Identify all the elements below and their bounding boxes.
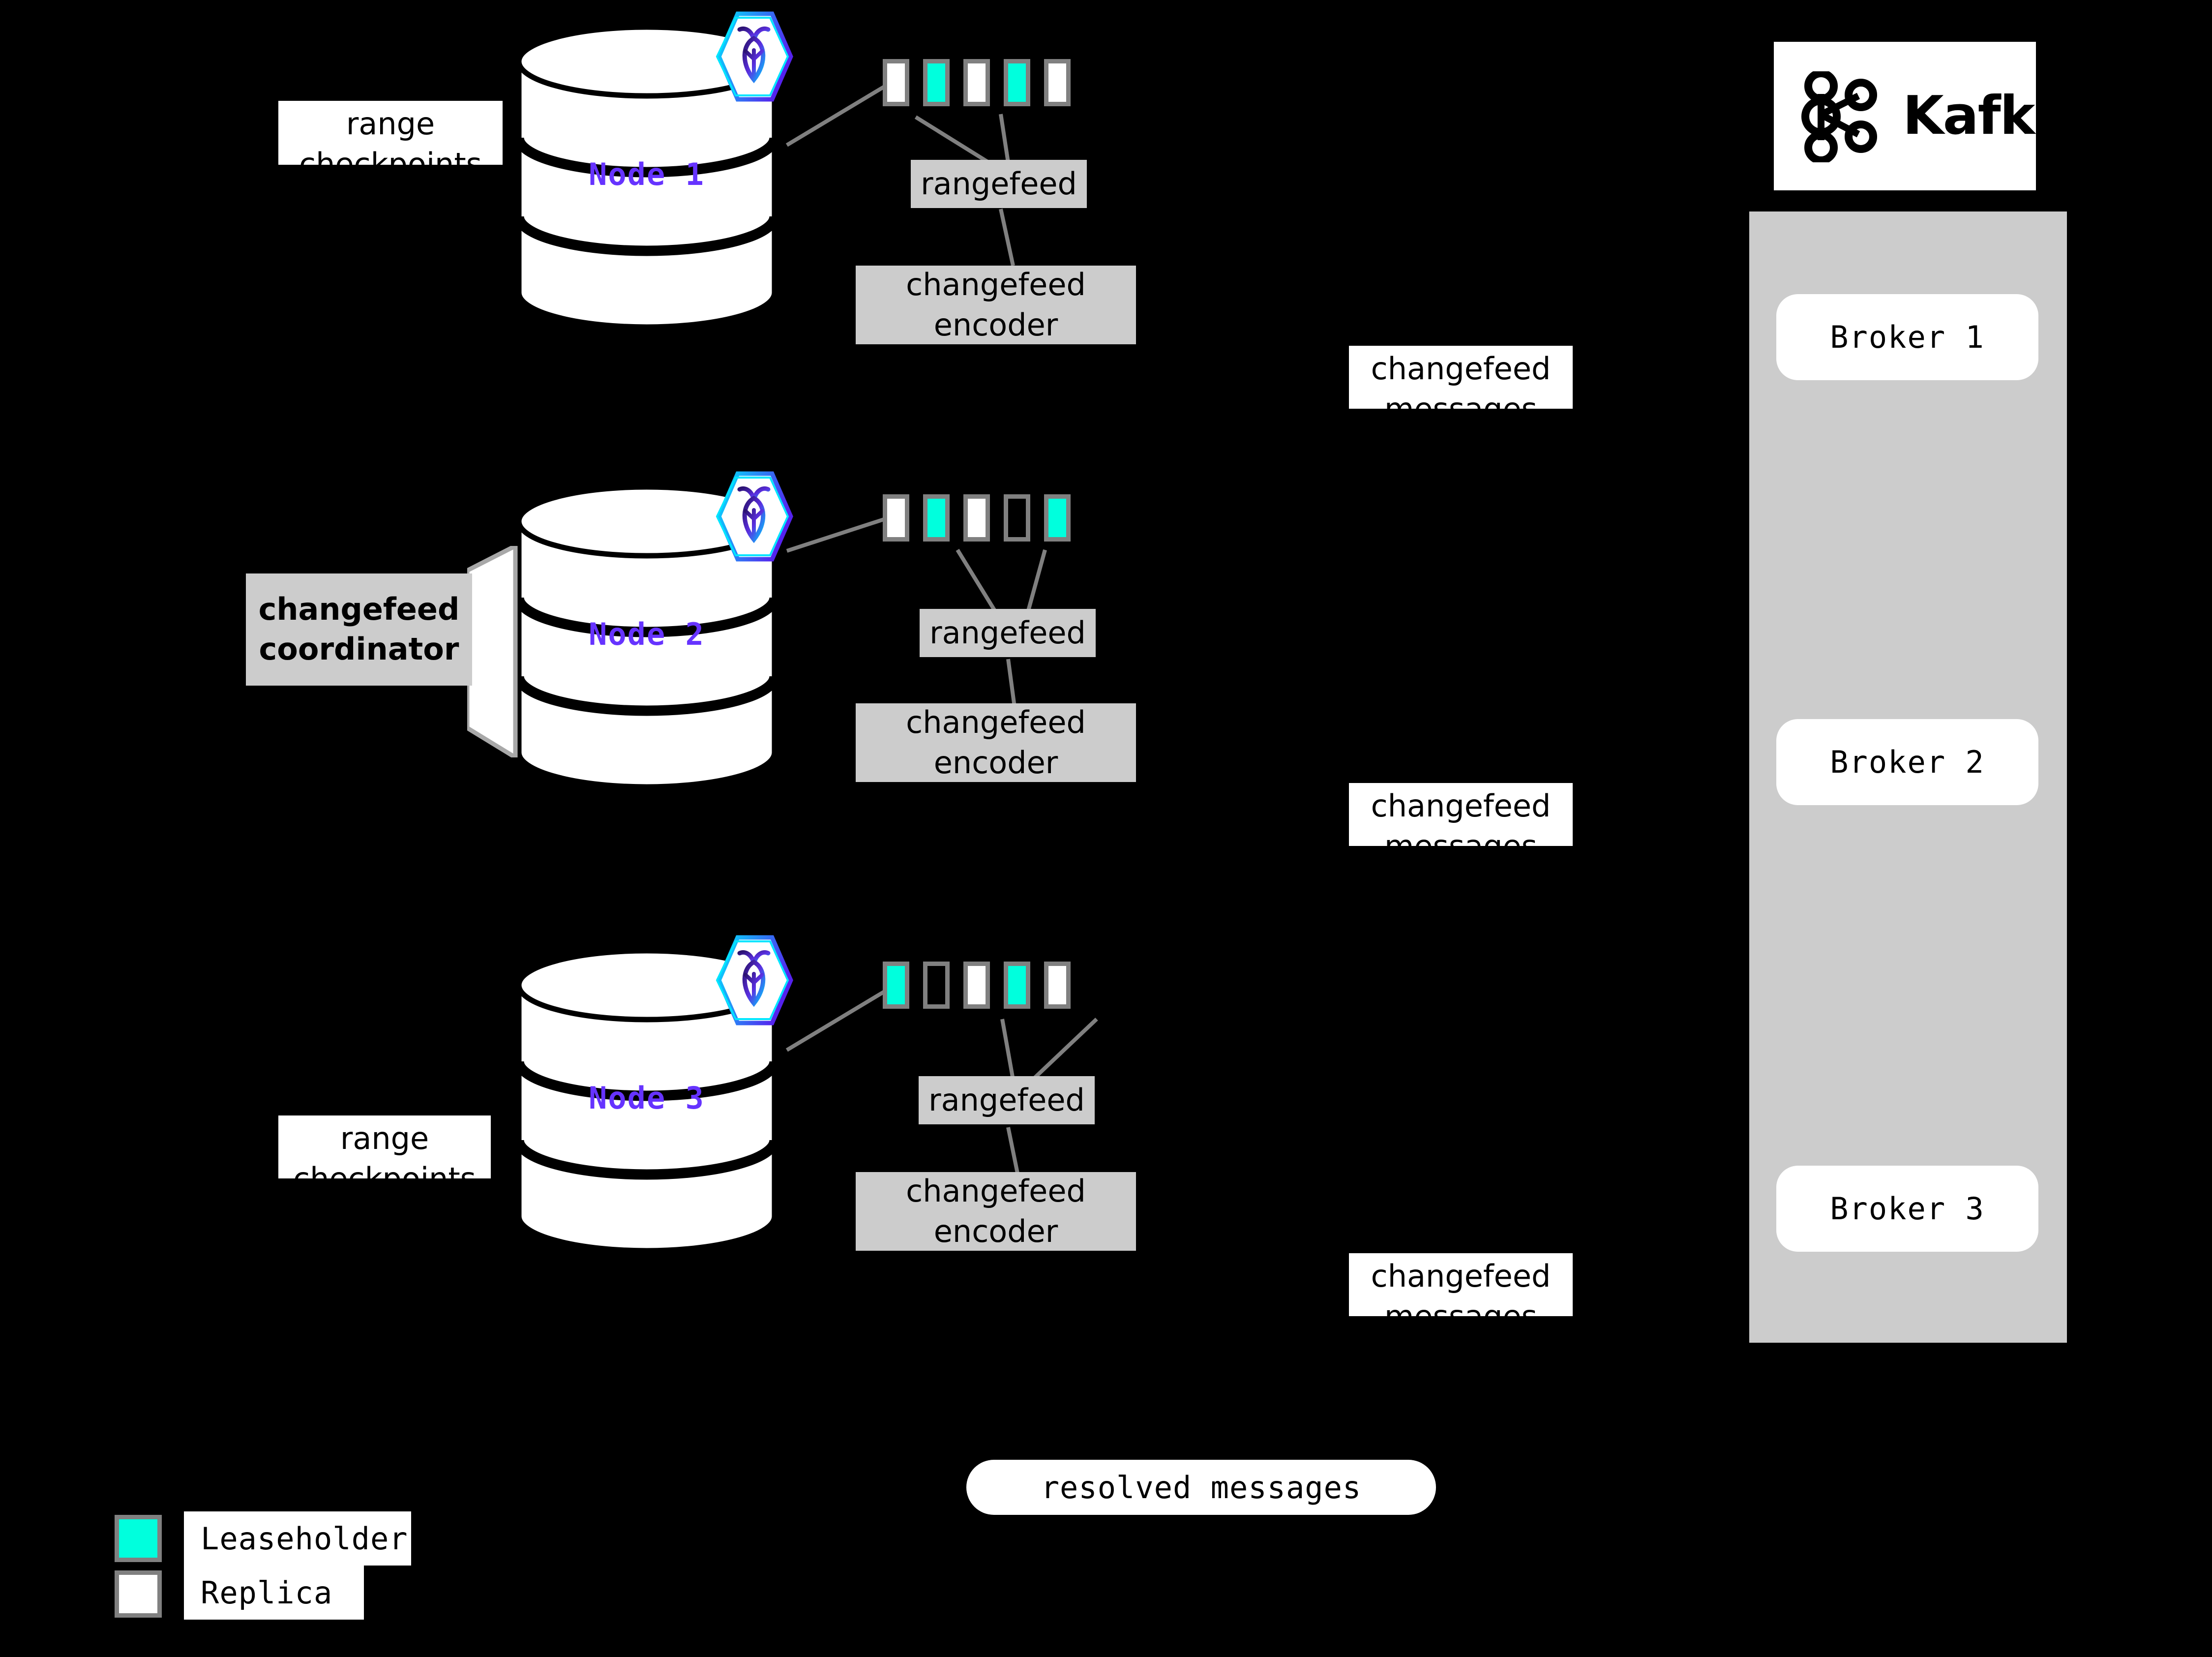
range-cell-leaseholder — [1044, 494, 1071, 542]
range-cell-replica — [963, 494, 990, 542]
range-cell-replica — [883, 59, 909, 106]
node-1-changefeed-messages-label: changefeed messages — [1349, 346, 1573, 427]
range-cell-leaseholder — [1004, 962, 1030, 1009]
legend-swatch-replica — [115, 1570, 162, 1618]
range-cell-replica — [883, 494, 909, 542]
range-cell-replica — [1044, 962, 1071, 1009]
range-cell-leaseholder — [1004, 59, 1030, 106]
legend-swatch-leaseholder — [115, 1515, 162, 1562]
node-1-range-checkpoints-label: range checkpoints — [278, 101, 503, 165]
node-2-rangefeed-box: rangefeed — [920, 609, 1096, 657]
changefeed-coordinator-box: changefeed coordinator — [246, 573, 472, 686]
range-cell-replica — [963, 962, 990, 1009]
node-2-changefeed-encoder-box: changefeed encoder — [856, 703, 1136, 782]
broker-1[interactable]: Broker 1 — [1776, 294, 2038, 380]
node-1-cylinder: Node 1 — [513, 24, 780, 330]
node-3-range-checkpoints-label: range checkpoints — [278, 1115, 491, 1197]
node-3-cylinder: Node 3 — [513, 948, 780, 1254]
resolved-messages-pill: resolved messages — [966, 1460, 1436, 1515]
node-3-changefeed-messages-label: changefeed messages — [1349, 1253, 1573, 1334]
kafka-logo-icon — [1795, 69, 1889, 164]
range-cell-replica — [963, 59, 990, 106]
range-cell-empty — [1004, 494, 1030, 542]
node-2-label: Node 2 — [589, 616, 705, 652]
node-2-cylinder: Node 2 — [513, 484, 780, 790]
node-3-label: Node 3 — [589, 1080, 705, 1116]
range-cell-leaseholder — [923, 59, 950, 106]
broker-3[interactable]: Broker 3 — [1776, 1166, 2038, 1252]
cockroachdb-logo-icon — [712, 934, 796, 1027]
range-cell-leaseholder — [883, 962, 909, 1009]
broker-2[interactable]: Broker 2 — [1776, 719, 2038, 805]
legend-label-replica: Replica — [184, 1566, 364, 1620]
node-1-ranges — [883, 59, 1084, 106]
legend-label-leaseholder: Leaseholder — [184, 1511, 411, 1566]
node-3-ranges — [883, 962, 1084, 1009]
range-cell-empty — [923, 962, 950, 1009]
changefeed-coordinator-pointer — [465, 542, 536, 762]
cockroachdb-logo-icon — [712, 10, 796, 103]
kafka-wordmark: Kafka — [1903, 85, 2070, 147]
node-1-label: Node 1 — [589, 156, 705, 192]
node-3-rangefeed-box: rangefeed — [919, 1076, 1095, 1124]
node-1-rangefeed-box: rangefeed — [911, 160, 1087, 208]
node-3-changefeed-encoder-box: changefeed encoder — [856, 1172, 1136, 1251]
node-2-changefeed-messages-label: changefeed messages — [1349, 783, 1573, 864]
cockroachdb-logo-icon — [712, 470, 796, 563]
node-2-ranges — [883, 494, 1084, 542]
range-cell-replica — [1044, 59, 1071, 106]
kafka-logo-box: Kafka — [1774, 42, 2070, 190]
node-1-changefeed-encoder-box: changefeed encoder — [856, 266, 1136, 344]
range-cell-leaseholder — [923, 494, 950, 542]
